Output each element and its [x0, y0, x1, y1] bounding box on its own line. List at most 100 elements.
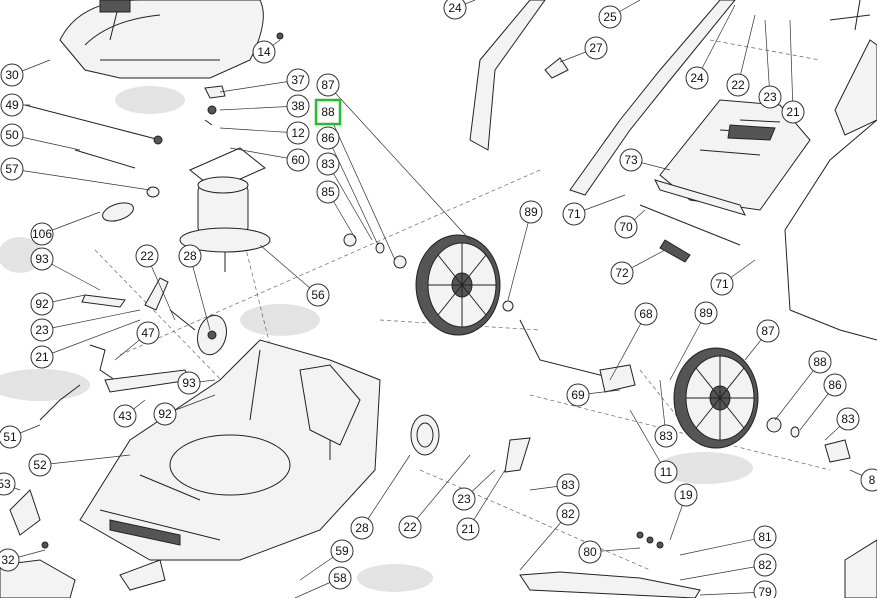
callout-label: 83 — [836, 407, 860, 431]
callout-label: 21 — [456, 517, 480, 541]
callout-label: 71 — [710, 272, 734, 296]
callout-label: 21 — [781, 100, 805, 124]
callout-label: 81 — [753, 525, 777, 549]
callout-number: 52 — [33, 458, 47, 472]
leader-line — [669, 312, 707, 381]
callout-label: 8 — [860, 468, 877, 492]
callout-label: 60 — [286, 148, 310, 172]
callout-number: 80 — [583, 545, 597, 559]
callout-label: 69 — [566, 383, 590, 407]
callout-number: 93 — [35, 252, 49, 266]
leader-line — [361, 454, 411, 529]
leader-line — [11, 134, 81, 151]
leader-line — [737, 14, 756, 86]
callout-number: 22 — [140, 249, 154, 263]
callout-label: 27 — [584, 36, 608, 60]
callout-label: 11 — [654, 460, 678, 484]
callout-number: 38 — [291, 99, 305, 113]
callout-label: 56 — [306, 283, 330, 307]
front-left-parts — [0, 489, 166, 598]
callout-label: 25 — [598, 5, 622, 29]
callout-label: 58 — [328, 566, 352, 590]
callout-label: 37 — [286, 68, 310, 92]
leader-line — [146, 255, 176, 321]
callout-label: 72 — [610, 261, 634, 285]
leader-line — [219, 105, 299, 111]
callout-label: 23 — [30, 318, 54, 342]
leader-line — [229, 147, 299, 161]
callout-label: 53 — [0, 472, 16, 496]
callout-label: 68 — [634, 302, 658, 326]
callout-label: 38 — [286, 94, 310, 118]
callout-label: 83 — [556, 473, 580, 497]
callout-label: 32 — [0, 548, 20, 572]
callout-number: 86 — [321, 131, 335, 145]
callout-number: 43 — [118, 409, 132, 423]
leader-line — [327, 137, 379, 246]
callout-number: 11 — [660, 465, 673, 479]
callout-number: 89 — [699, 306, 713, 320]
callout-number: 69 — [571, 388, 585, 402]
callout-number: 83 — [561, 478, 575, 492]
callout-number: 106 — [32, 227, 52, 241]
callout-label: 73 — [619, 148, 643, 172]
callout-number: 92 — [35, 297, 49, 311]
callout-number: 28 — [355, 521, 369, 535]
callout-number: 8 — [869, 473, 876, 487]
leader-line — [409, 454, 471, 528]
leader-line — [629, 409, 667, 473]
leader-line — [219, 127, 299, 134]
callout-number: 93 — [182, 376, 196, 390]
callout-label: 82 — [556, 502, 580, 526]
leader-line — [327, 84, 471, 241]
callout-number: 19 — [679, 488, 693, 502]
callout-number: 23 — [763, 90, 777, 104]
grass-box-lid — [639, 99, 811, 263]
callout-label: 50 — [0, 123, 24, 147]
callout-label: 89 — [519, 200, 543, 224]
callout-number: 28 — [183, 249, 197, 263]
callout-number: 85 — [321, 185, 335, 199]
callout-label: 106 — [30, 222, 54, 246]
callout-number: 89 — [524, 205, 538, 219]
callout-number: 87 — [761, 324, 775, 338]
callout-label: 93 — [30, 247, 54, 271]
callout-number: 56 — [311, 288, 325, 302]
handle-bars — [469, 0, 736, 196]
callout-label: 79 — [753, 580, 777, 598]
blade-disc — [197, 314, 227, 356]
callout-label: 92 — [153, 402, 177, 426]
callout-label: 24 — [685, 66, 709, 90]
callout-number: 83 — [841, 412, 855, 426]
left-levers — [39, 277, 196, 421]
callout-label: 83 — [654, 424, 678, 448]
callout-label: 70 — [614, 215, 638, 239]
callout-label: 30 — [0, 63, 24, 87]
callout-label: 49 — [0, 93, 24, 117]
leader-line — [679, 564, 766, 581]
callout-label: 88 — [808, 350, 832, 374]
callout-label: 12 — [286, 121, 310, 145]
leader-line — [259, 244, 319, 296]
callout-number: 82 — [758, 558, 772, 572]
callout-number: 72 — [615, 266, 629, 280]
callout-label: 71 — [562, 202, 586, 226]
callout-number: 21 — [461, 522, 475, 536]
callout-label: 51 — [0, 425, 22, 449]
callout-number: 87 — [321, 78, 335, 92]
callout-number: 58 — [333, 571, 347, 585]
motor-part — [179, 147, 271, 272]
mower-deck — [79, 339, 381, 561]
callout-label: 23 — [452, 487, 476, 511]
callout-number: 23 — [457, 492, 471, 506]
leader-line — [11, 168, 151, 191]
callout-number: 32 — [1, 553, 15, 567]
callout-label: 43 — [113, 404, 137, 428]
bottom-right-parts — [519, 531, 877, 598]
callout-number: 83 — [659, 429, 673, 443]
callout-label: 59 — [330, 539, 354, 563]
callout-number: 81 — [758, 530, 772, 544]
callout-number: 50 — [5, 128, 19, 142]
callout-label: 24 — [443, 0, 467, 20]
